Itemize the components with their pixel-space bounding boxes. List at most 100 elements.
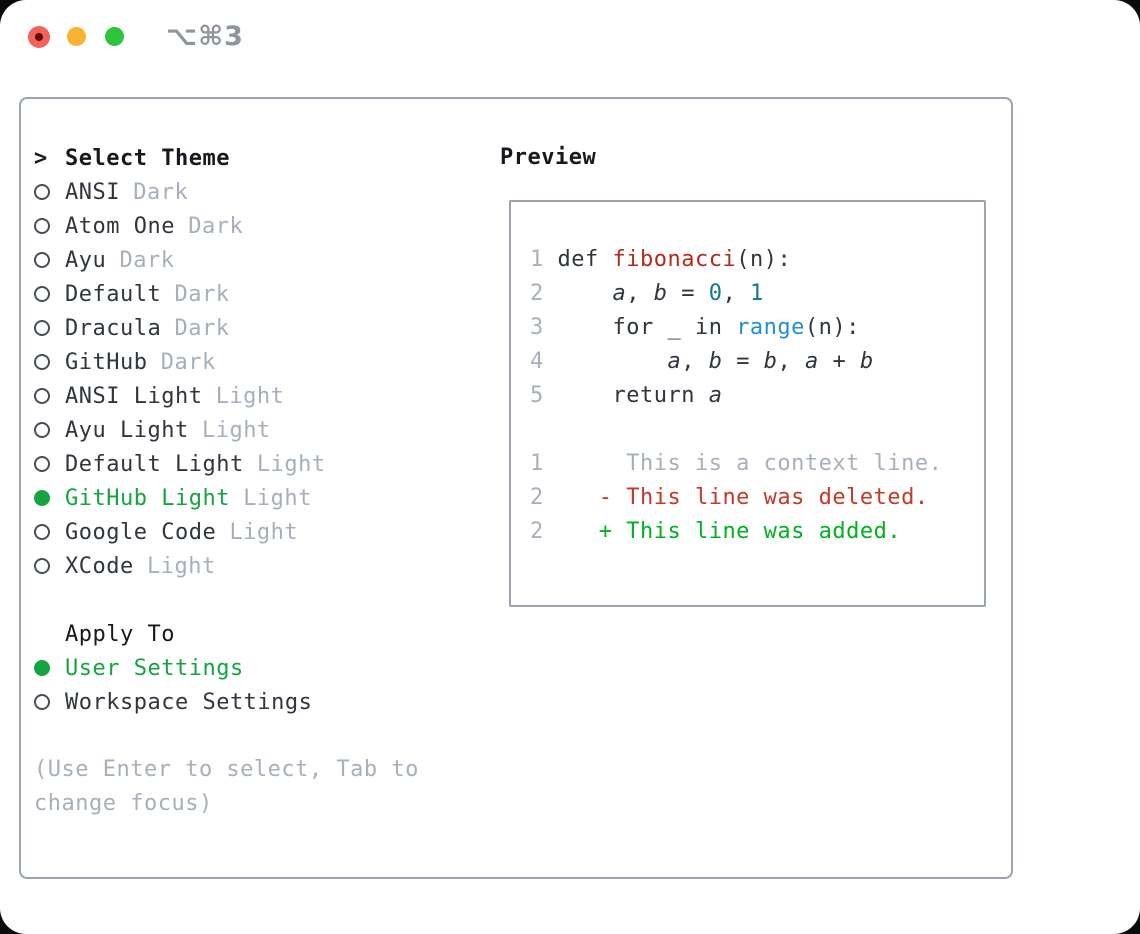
code-token [558, 281, 613, 306]
code-token: = [722, 349, 764, 374]
apply-option-workspace-settings[interactable]: Workspace Settings [34, 685, 312, 719]
theme-option-xcode[interactable]: XCode Light [34, 549, 216, 583]
python-code-line: 5 return a [530, 379, 980, 413]
radio-icon [34, 184, 65, 200]
code-token: 5 [530, 383, 558, 408]
titlebar: ⌥⌘3 [0, 0, 1140, 70]
code-token: + [818, 349, 860, 374]
code-token: This is a context line. [543, 451, 943, 476]
theme-option-github[interactable]: GitHub Dark [34, 345, 216, 379]
window-shortcut-label: ⌥⌘3 [166, 21, 244, 52]
code-token: b [763, 349, 778, 374]
code-token: 3 [530, 315, 558, 340]
code-token: (n): [804, 315, 860, 340]
theme-variant-badge: Dark [133, 179, 189, 205]
diff-line: 2 + This line was added. [530, 515, 980, 549]
spacer [34, 719, 489, 753]
theme-variant-badge: Dark [160, 349, 216, 375]
theme-name: GitHub Light [65, 485, 230, 511]
theme-option-github-light[interactable]: GitHub Light Light [34, 481, 312, 515]
theme-list-title: Select Theme [65, 145, 230, 171]
radio-ring [34, 320, 50, 336]
prompt-glyph: > [34, 145, 48, 171]
minimize-button[interactable] [67, 27, 86, 46]
code-token: 1 [530, 247, 558, 272]
code-token: - This line was deleted. [598, 485, 929, 510]
code-token [558, 349, 668, 374]
selection-prompt: > [34, 146, 65, 171]
theme-list-header: > Select Theme [34, 141, 230, 175]
code-token: for _ in [557, 315, 737, 340]
diff-line: 2 - This line was deleted. [530, 481, 980, 515]
theme-variant-badge: Dark [188, 213, 244, 239]
radio-icon [34, 558, 65, 574]
code-token: , [626, 281, 654, 306]
theme-name: Atom One [65, 213, 175, 239]
radio-icon [34, 286, 65, 302]
radio-ring [34, 456, 50, 472]
preview-heading: Preview [500, 145, 597, 170]
radio-icon [34, 252, 65, 268]
radio-ring [34, 422, 50, 438]
theme-variant-badge: Dark [174, 315, 230, 341]
zoom-button[interactable] [105, 27, 124, 46]
apply-option-user-settings[interactable]: User Settings [34, 651, 244, 685]
theme-name: Default Light [65, 451, 244, 477]
theme-name: Ayu [65, 247, 107, 273]
theme-option-default[interactable]: Default Dark [34, 277, 229, 311]
theme-variant-badge: Light [229, 519, 299, 545]
apply-to-title: Apply To [65, 621, 175, 647]
code-token [544, 485, 599, 510]
theme-name: XCode [65, 553, 134, 579]
code-token: , [722, 281, 750, 306]
theme-variant-badge: Dark [174, 281, 230, 307]
code-token: range [736, 315, 805, 340]
theme-name: Default [65, 281, 162, 307]
code-token: 1 [749, 281, 764, 306]
python-code-line: 4 a, b = b, a + b [530, 345, 980, 379]
radio-icon [34, 388, 65, 404]
blank-line [530, 413, 980, 447]
theme-variant-badge: Light [146, 553, 216, 579]
theme-name: GitHub [65, 349, 148, 375]
code-token [544, 519, 599, 544]
radio-ring [34, 218, 50, 234]
radio-ring [34, 252, 50, 268]
theme-variant-badge: Light [243, 485, 312, 511]
selected-radio-icon [34, 660, 65, 676]
code-token: , [777, 349, 805, 374]
code-token: a [804, 349, 819, 374]
code-token: fibonacci [612, 247, 737, 272]
radio-icon [34, 354, 65, 370]
theme-option-dracula[interactable]: Dracula Dark [34, 311, 229, 345]
python-code-line: 1 def fibonacci(n): [530, 243, 980, 277]
code-token: return [557, 383, 709, 408]
code-token: 4 [530, 349, 558, 374]
code-token: a [667, 349, 682, 374]
radio-ring [34, 524, 50, 540]
code-token: 2 [530, 519, 544, 544]
radio-ring [34, 354, 50, 370]
code-token: + This line was added. [598, 519, 902, 544]
close-button[interactable] [28, 26, 50, 48]
code-token: (n): [736, 247, 792, 272]
radio-icon [34, 218, 65, 234]
apply-option-label: Workspace Settings [65, 689, 313, 715]
radio-icon [34, 524, 65, 540]
theme-name: Dracula [65, 315, 162, 341]
code-token: b [653, 281, 668, 306]
theme-option-atom-one[interactable]: Atom One Dark [34, 209, 243, 243]
spacer [34, 583, 489, 617]
apply-to-header: Apply To [34, 617, 175, 651]
diff-line: 1 This is a context line. [530, 447, 980, 481]
